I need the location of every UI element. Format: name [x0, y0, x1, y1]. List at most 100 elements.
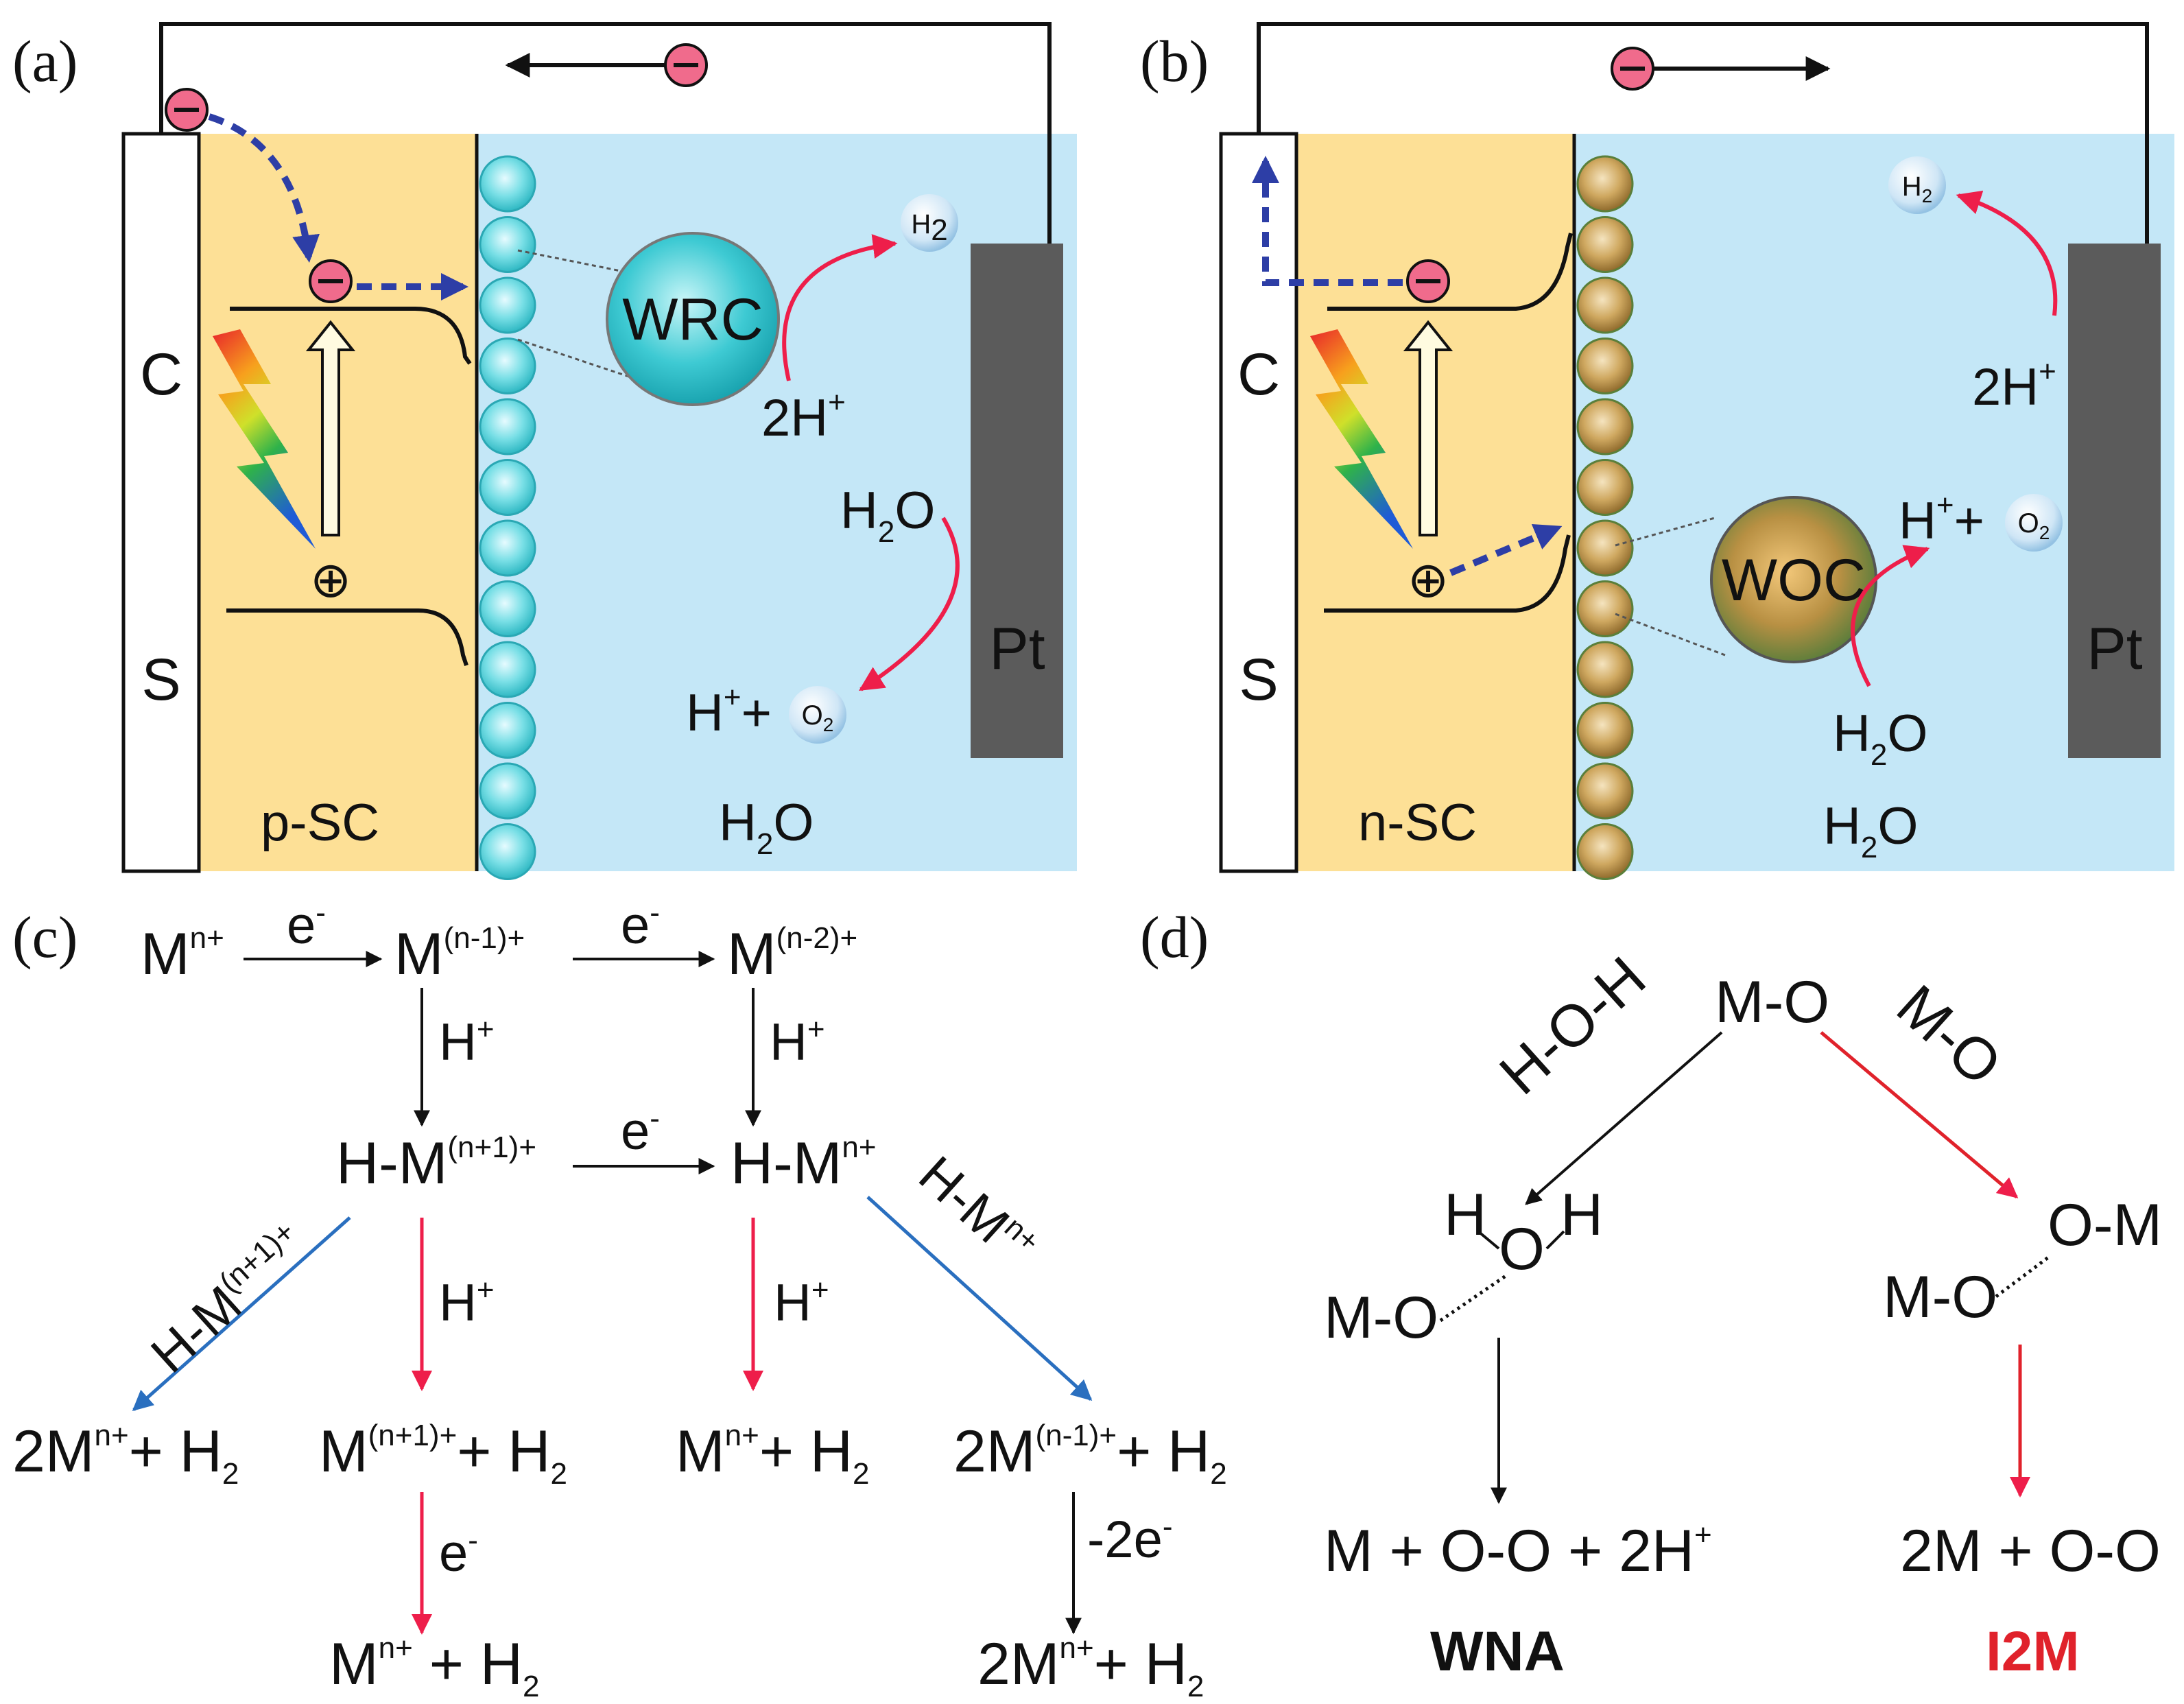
two-h-plus-label-b: 2H+ — [1972, 355, 2056, 416]
label-hplus-2: H+ — [770, 1013, 825, 1072]
hole-to-catalyst-arrow-b — [1449, 523, 1563, 576]
hplus-o2-label-a: H++ — [686, 681, 772, 742]
product-mn1-h2: M(n+1)++ H2 — [319, 1419, 567, 1491]
cs-label-bottom-a: S — [141, 647, 180, 713]
panel-label-a: (a) — [12, 28, 78, 94]
water-o: O — [1499, 1216, 1545, 1282]
water-oxidation-arrow-b — [1851, 545, 1930, 687]
electron-to-substrate-arrow-b — [1252, 156, 1403, 286]
arrow-hmn-bimolecular — [866, 1196, 1093, 1401]
catalyst-bead-column-a — [479, 155, 536, 880]
species-m-n2: M(n-2)+ — [727, 921, 857, 987]
arrow-hmn1-bimolecular — [132, 1216, 351, 1411]
product-2mn-h2-final: 2Mn++ H2 — [977, 1631, 1204, 1703]
electron-top-a — [165, 88, 209, 132]
catalyst-bead — [1576, 519, 1634, 577]
dotted-bond-i2m — [1995, 1254, 2052, 1298]
catalyst-bead — [1576, 580, 1634, 637]
h2-bubble-label-a: H2 — [911, 209, 947, 247]
catalyst-bead — [479, 580, 536, 637]
cs-substrate-b — [1219, 132, 1298, 873]
pt-label-b: Pt — [2087, 616, 2142, 682]
wrc-catalyst-sphere — [606, 232, 780, 406]
external-wire-b — [1257, 22, 2149, 244]
water-label-b: H2O — [1833, 705, 1928, 772]
panel-label-b: (b) — [1140, 28, 1209, 94]
product-i2m: 2M + O-O — [1900, 1518, 2161, 1584]
catalyst-bead — [1576, 459, 1634, 516]
panel-c: (c) Mn+ e- M(n-1)+ e- M(n-2)+ H+ H+ H-M(… — [12, 896, 1227, 1703]
species-hm-n: H-Mn+ — [731, 1131, 877, 1196]
cs-label-bottom-b: S — [1239, 647, 1278, 713]
i2m-mechanism-label: I2M — [1986, 1620, 2080, 1683]
bond-h-o-left — [1477, 1230, 1500, 1250]
catalyst-bead — [479, 338, 536, 394]
semiconductor-label-a: p-SC — [261, 794, 379, 852]
electrolyte-label-a: H2O — [719, 794, 814, 861]
woc-label: WOC — [1722, 547, 1866, 613]
excitation-arrow-b — [1403, 320, 1453, 536]
zoom-line-upper-b — [1615, 517, 1716, 547]
label-hplus-3: H+ — [439, 1273, 495, 1332]
catalyst-bead — [479, 641, 536, 698]
label-e-2: e- — [621, 896, 660, 955]
cs-label-top-b: C — [1237, 342, 1280, 407]
label-e-4: e- — [439, 1524, 478, 1583]
species-m-n1: M(n-1)+ — [394, 921, 525, 987]
zoom-line-lower-a — [517, 338, 632, 379]
external-wire-a — [159, 22, 1052, 244]
product-mn-h2-final: Mn+ + H2 — [329, 1631, 539, 1703]
label-hplus-4: H+ — [774, 1273, 829, 1332]
label-hoh-diag: H-O-H — [1487, 945, 1658, 1108]
catalyst-bead — [479, 519, 536, 577]
cs-substrate-a — [121, 132, 201, 873]
wna-mechanism-label: WNA — [1430, 1620, 1565, 1683]
panel-label-d: (d) — [1140, 904, 1209, 970]
arrow-i2m-pathway — [1820, 1031, 2019, 1198]
hole-symbol-a: ⊕ — [310, 553, 351, 608]
product-wna: M + O-O + 2H+ — [1324, 1518, 1712, 1584]
label-e-1: e- — [287, 896, 326, 955]
species-m-o-left: M-O — [1324, 1285, 1438, 1351]
dotted-bond-wna — [1439, 1274, 1507, 1323]
catalyst-bead — [1576, 338, 1634, 394]
product-2mn-h2: 2Mn++ H2 — [12, 1419, 239, 1491]
catalyst-bead — [1576, 276, 1634, 334]
catalyst-bead — [1576, 641, 1634, 698]
semiconductor-label-b: n-SC — [1358, 794, 1477, 852]
pt-label-a: Pt — [989, 616, 1045, 682]
panel-a: (a) C S Pt ⊕ WRC H2 2H+ H2O H++ O2 p — [12, 22, 1077, 880]
electron-wire-a — [664, 43, 708, 87]
h2-bubble-a — [901, 194, 958, 252]
zoom-line-upper-a — [517, 249, 621, 272]
electron-band-a — [309, 259, 353, 303]
catalyst-bead — [479, 216, 536, 273]
o2-bubble-a — [789, 686, 846, 744]
bond-o-h-right — [1545, 1230, 1565, 1250]
hole-symbol-b: ⊕ — [1408, 553, 1449, 608]
conduction-band-a — [230, 307, 472, 365]
species-m-n: Mn+ — [141, 921, 224, 987]
label-diag-right: H-Mn+ — [908, 1145, 1046, 1278]
catalyst-bead — [479, 702, 536, 759]
o2-bubble-label-b: O2 — [2018, 508, 2050, 543]
h2-bubble-label-b: H2 — [1902, 171, 1932, 206]
water-label-a: H2O — [840, 482, 936, 549]
light-bolt-a — [213, 329, 316, 549]
water-h-left: H — [1444, 1182, 1486, 1248]
panel-b: (b) C S Pt ⊕ WOC H2 2H+ H++ O2 H2O n-SC — [1140, 22, 2174, 880]
catalyst-bead-column-b — [1576, 155, 1634, 880]
label-diag-left: H-M(n+1)+ — [140, 1215, 319, 1384]
valence-band-a — [226, 608, 468, 666]
catalyst-bead — [479, 155, 536, 213]
catalyst-bead — [479, 459, 536, 516]
water-h-right: H — [1560, 1182, 1603, 1248]
o2-bubble-label-a: O2 — [802, 700, 834, 735]
label-hplus-1: H+ — [439, 1013, 495, 1072]
h2-evolution-arrow-a — [782, 234, 898, 381]
catalyst-bead — [1576, 823, 1634, 880]
two-h-plus-label-a: 2H+ — [761, 386, 846, 447]
catalyst-bead — [479, 398, 536, 455]
cs-label-top-a: C — [140, 342, 182, 407]
light-bolt-b — [1310, 329, 1413, 549]
